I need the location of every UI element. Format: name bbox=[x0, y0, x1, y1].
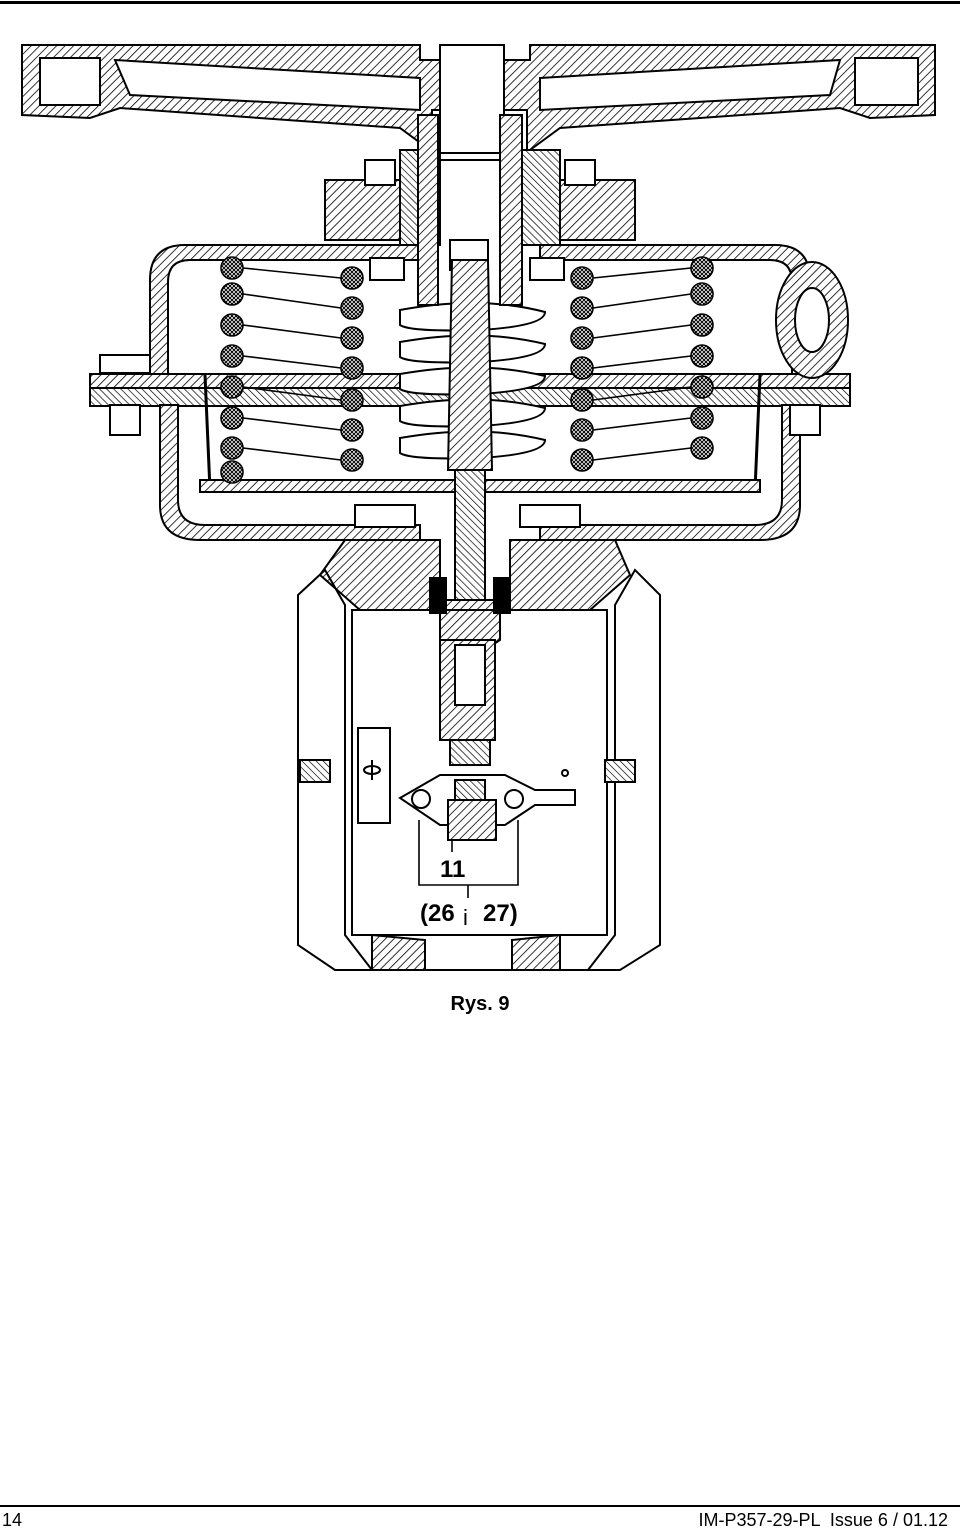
callout-11: 11 bbox=[440, 856, 465, 883]
travel-indicator bbox=[357, 727, 391, 824]
handwheel bbox=[21, 44, 936, 161]
flange-bolts bbox=[99, 257, 821, 436]
upper-yoke bbox=[324, 149, 636, 246]
figure-caption: Rys. 9 bbox=[450, 993, 510, 1015]
lifting-eye bbox=[775, 261, 849, 379]
footer-rule bbox=[0, 1505, 960, 1507]
callout-27: 27) bbox=[483, 900, 518, 927]
bonnet-housing bbox=[297, 504, 661, 971]
stem-clamp bbox=[398, 769, 576, 841]
callout-26: (26 bbox=[420, 900, 455, 927]
document-reference: IM-P357-29-PL Issue 6 / 01.12 bbox=[699, 1510, 949, 1531]
callout-leader bbox=[418, 820, 519, 898]
central-spindle bbox=[417, 114, 523, 766]
actuator-cross-section-drawing: 11 (26 i 27) bbox=[21, 44, 936, 971]
document-code: IM-P357-29-PL bbox=[698, 1510, 820, 1530]
top-rule bbox=[0, 1, 960, 4]
document-issue: Issue 6 / 01.12 bbox=[829, 1510, 948, 1530]
callout-conjunction: i bbox=[463, 905, 468, 930]
page-number: 14 bbox=[2, 1510, 23, 1530]
